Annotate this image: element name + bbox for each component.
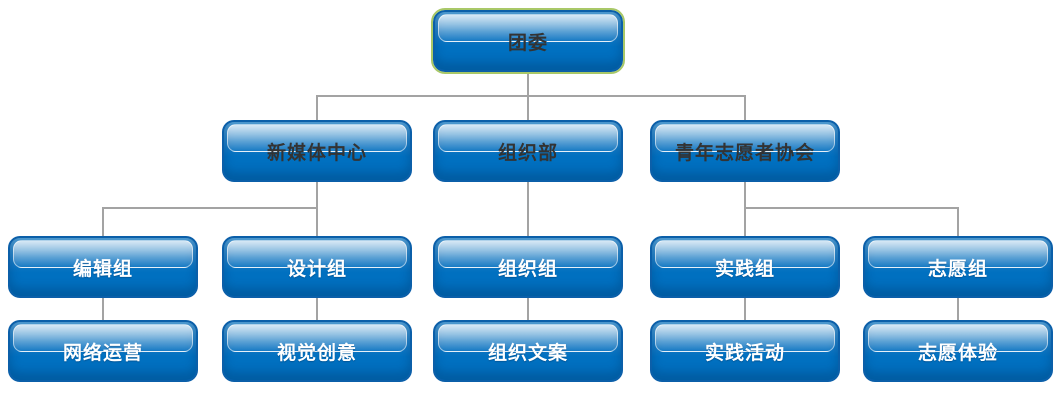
connector-line xyxy=(744,96,746,120)
node-label: 网络运营 xyxy=(62,342,143,364)
connector-line xyxy=(316,182,318,236)
node-label: 团委 xyxy=(507,32,548,54)
node-label: 实践组 xyxy=(714,258,775,280)
node-label: 志愿组 xyxy=(927,258,988,280)
connector-line xyxy=(316,95,746,97)
node-visual-creativity[interactable]: 视觉创意 xyxy=(222,320,412,382)
node-label: 志愿体验 xyxy=(917,342,998,364)
node-volunteer-experience[interactable]: 志愿体验 xyxy=(863,320,1053,382)
node-label: 视觉创意 xyxy=(276,342,357,364)
connector-line xyxy=(102,208,104,236)
connector-line xyxy=(527,72,529,96)
node-youth-volunteers-assoc[interactable]: 青年志愿者协会 xyxy=(650,120,840,182)
connector-line xyxy=(744,207,959,209)
node-youth-league-committee[interactable]: 团委 xyxy=(431,8,625,74)
node-editing-group[interactable]: 编辑组 xyxy=(8,236,198,298)
node-practice-group[interactable]: 实践组 xyxy=(650,236,840,298)
connector-line xyxy=(316,298,318,320)
connector-line xyxy=(957,208,959,236)
node-label: 青年志愿者协会 xyxy=(674,142,815,164)
node-volunteer-group[interactable]: 志愿组 xyxy=(863,236,1053,298)
node-organization-copywriting[interactable]: 组织文案 xyxy=(433,320,623,382)
node-organization-dept[interactable]: 组织部 xyxy=(433,120,623,182)
connector-line xyxy=(527,298,529,320)
node-network-operations[interactable]: 网络运营 xyxy=(8,320,198,382)
node-design-group[interactable]: 设计组 xyxy=(222,236,412,298)
node-label: 组织部 xyxy=(497,142,558,164)
node-label: 编辑组 xyxy=(72,258,133,280)
node-label: 新媒体中心 xyxy=(266,142,367,164)
node-practice-activities[interactable]: 实践活动 xyxy=(650,320,840,382)
connector-line xyxy=(102,298,104,320)
connector-line xyxy=(957,298,959,320)
node-organization-group[interactable]: 组织组 xyxy=(433,236,623,298)
node-label: 实践活动 xyxy=(704,342,785,364)
connector-line xyxy=(316,96,318,120)
node-label: 组织组 xyxy=(497,258,558,280)
connector-line xyxy=(744,298,746,320)
node-label: 设计组 xyxy=(286,258,347,280)
connector-line xyxy=(527,182,529,236)
connector-line xyxy=(102,207,318,209)
node-label: 组织文案 xyxy=(487,342,568,364)
connector-line xyxy=(744,182,746,236)
connector-line xyxy=(527,96,529,120)
node-new-media-center[interactable]: 新媒体中心 xyxy=(222,120,412,182)
